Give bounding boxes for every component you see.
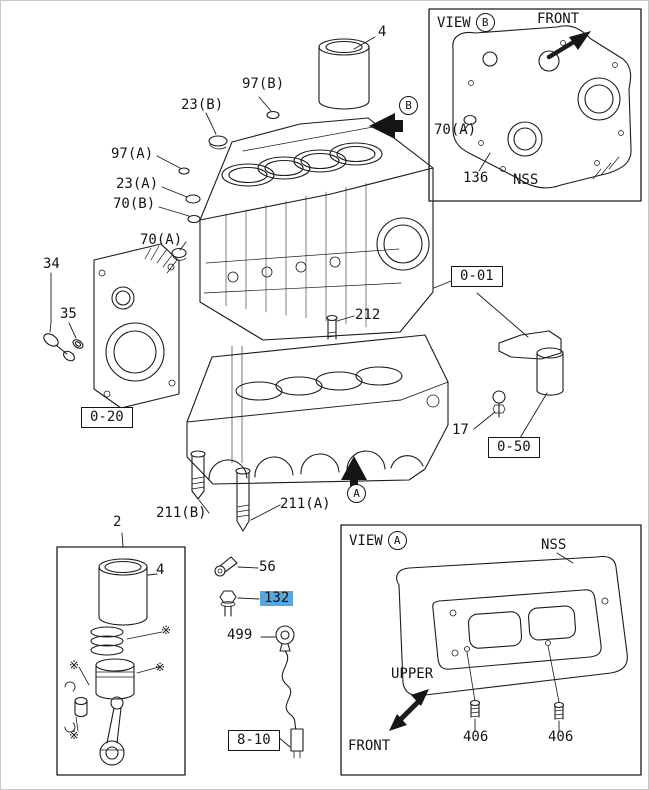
clamp-bolt-dipstick-art [214,556,304,759]
reference-mark: ※ [69,658,80,672]
view-b-nss-label: NSS [513,172,539,188]
callout-17[interactable]: 17 [452,422,469,438]
cylinder-liner-art [318,36,376,110]
callout-132-highlighted[interactable]: 132 [260,591,294,606]
callout-liner-box[interactable]: 4 [156,562,165,578]
callout-97b[interactable]: 97(B) [242,76,285,92]
callout-211b[interactable]: 211(B) [156,505,207,521]
view-b-inset-art [428,8,642,202]
ref-box-0-01[interactable]: 0-01 [451,266,503,287]
view-b-title: VIEW B [437,13,495,32]
view-a-marker: A [347,484,366,503]
view-a-title: VIEW A [349,531,407,550]
view-a-inset-art [340,524,642,776]
callout-70a[interactable]: 70(A) [140,232,183,248]
callout-34[interactable]: 34 [43,256,60,272]
front-plate-art [93,243,180,409]
callout-56[interactable]: 56 [259,559,276,575]
ref-box-8-10[interactable]: 8-10 [228,730,280,751]
engine-block-upper-art [199,117,434,341]
callout-499[interactable]: 499 [227,627,253,643]
view-a-nss-label: NSS [541,537,567,553]
ref-box-0-20[interactable]: 0-20 [81,407,133,428]
cup-plugs-art [171,110,280,261]
bolts-art [190,314,338,532]
view-b-marker: B [399,96,418,115]
leader-lines [121,96,548,748]
engine-block-lower-art [186,334,449,485]
view-b-front-label: FRONT [537,11,580,27]
view-a-title-text: VIEW [349,532,383,549]
view-a-title-letter: A [387,531,407,550]
callout-212[interactable]: 212 [355,307,381,323]
callout-23b[interactable]: 23(B) [181,97,224,113]
callout-136[interactable]: 136 [463,170,489,186]
piston-kit-art [56,546,186,776]
reference-mark: ※ [69,728,80,742]
ref-box-0-50[interactable]: 0-50 [488,437,540,458]
callout-35[interactable]: 35 [60,306,77,322]
view-b-title-letter: B [475,13,495,32]
callout-2[interactable]: 2 [113,514,122,530]
callout-97a[interactable]: 97(A) [111,146,154,162]
callout-406-right[interactable]: 406 [548,729,574,745]
view-b-title-text: VIEW [437,14,471,31]
plug-bolt-art [43,272,84,362]
view-a-upper-label: UPPER [391,666,434,682]
reference-mark: ※ [155,660,166,674]
direction-arrows [341,113,403,488]
reference-mark: ※ [161,623,172,637]
oil-filter-art [492,330,564,418]
callout-211a[interactable]: 211(A) [280,496,331,512]
callout-70b[interactable]: 70(B) [113,196,156,212]
callout-23a[interactable]: 23(A) [116,176,159,192]
callout-liner-top[interactable]: 4 [378,24,387,40]
callout-70a-inset[interactable]: 70(A) [434,122,477,138]
view-a-front-label: FRONT [348,738,391,754]
callout-406-left[interactable]: 406 [463,729,489,745]
